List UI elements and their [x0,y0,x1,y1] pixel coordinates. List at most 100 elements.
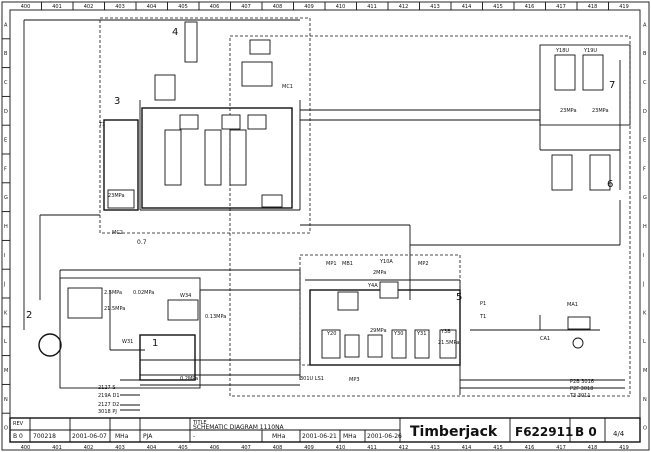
row-letter-right: F [643,166,646,172]
label-item-4: 4 [172,27,178,38]
column-number-bottom: 414 [462,445,472,451]
cylinder-right-item-6 [589,154,611,191]
row-letter-right: G [643,195,647,201]
hose-label-219a: 219A D1 [98,393,120,399]
label-w34: W34 [180,293,191,299]
pipe-network [23,19,625,411]
hose-label-2127s: 2127 S [98,385,116,391]
boundary-crane-valve [99,17,311,234]
column-number-bottom: 411 [367,445,377,451]
label-y31: Y31 [416,331,426,337]
control-valves [321,281,457,359]
column-number-top: 404 [147,4,157,10]
column-number-top: 409 [304,4,314,10]
row-letter-left: J [3,282,5,288]
hose-label-3018: 3018 PJ [98,409,117,415]
row-letter-left: H [4,224,8,230]
column-number-bottom: 418 [588,445,598,451]
row-letter-left: O [4,426,8,432]
row-letter-left: K [4,310,8,316]
row-letter-left: D [4,109,8,115]
column-ruler: 4004004014014024024034034044044054054064… [21,2,629,451]
title-date2: 2001-06-21 [302,433,337,440]
title-mh2: MHa [272,433,286,440]
cylinder-left-item-6 [551,154,573,191]
brake-frame-item-7 [539,44,631,126]
port-label-p2f: P2F 3018 [570,386,593,392]
row-letter-left: F [4,166,7,172]
spool-valves [154,39,283,208]
column-number-bottom: 407 [241,445,251,451]
boundary-right [229,35,631,397]
label-23mpa-b: 23MPa [592,108,609,114]
label-02mpa: 0.2MPa [180,376,198,382]
title-date3: 2001-06-26 [367,433,402,440]
row-letter-left: B [4,51,8,57]
tank-filter [107,189,135,209]
drawing-title: SCHEMATIC DIAGRAM 1110NA [193,424,285,431]
row-letter-right: C [643,80,647,86]
label-23mpa-c: 23MPa [108,193,125,199]
title-block [9,417,641,443]
label-y10a: Y10A [379,259,393,265]
column-number-bottom: 416 [525,445,535,451]
cooler [67,287,103,319]
pressure-gauge-ma1 [572,337,584,349]
row-letter-right: D [643,109,647,115]
column-number-top: 406 [210,4,220,10]
column-number-top: 405 [178,4,188,10]
right-accumulator [567,316,591,330]
label-ls1: 301U LS1 [300,376,324,382]
column-number-top: 417 [556,4,566,10]
label-item-7: 7 [609,80,615,91]
column-number-top: 408 [273,4,283,10]
label-t1-right: T1 [479,314,486,320]
label-29mpa: 29MPa [370,328,387,334]
label-y30: Y30 [393,331,403,337]
label-ma1: MA1 [567,302,578,308]
column-number-bottom: 412 [399,445,409,451]
hose-label-2127d2: 2127 D2 [98,402,119,408]
label-mp2: MP2 [418,261,429,267]
title-rev-label: REV [13,421,24,427]
drawing-title-2: - [193,433,195,440]
accumulator-item-4 [184,21,198,63]
drawing-number: F622911 [515,425,573,439]
label-t1: T1 [98,122,105,128]
label-mp3: MP3 [349,377,360,383]
row-letter-right: L [643,339,646,345]
pump-symbol [38,333,62,357]
label-mp1: MP1 [326,261,337,267]
label-y4a: Y4A [367,283,378,289]
row-letter-right: I [643,253,644,259]
column-number-bottom: 413 [430,445,440,451]
row-letter-left: E [4,138,7,144]
label-215mpa: 21.5MPa [104,306,125,312]
row-letter-left: M [4,368,8,374]
column-number-bottom: 405 [178,445,188,451]
title-caption: TITLE [192,420,207,426]
title-mh3: MHa [343,433,357,440]
valve-y19u [582,54,604,91]
label-y20: Y20 [326,331,336,337]
row-letter-right: E [643,138,646,144]
title-rev: B 0 [13,433,23,440]
label-item-3: 3 [114,96,120,107]
label-item-1: 1 [152,338,158,349]
column-number-bottom: 406 [210,445,220,451]
column-number-bottom: 404 [147,445,157,451]
column-number-bottom: 409 [304,445,314,451]
title-date1: 2001-06-07 [72,433,107,440]
valve-y18u [554,54,576,91]
column-number-top: 403 [115,4,125,10]
label-w31: W31 [122,339,133,345]
label-mb1: MB1 [342,261,353,267]
row-letter-left: N [4,397,8,403]
label-pressure-07: 0.7 [137,239,147,246]
label-item-6: 6 [607,179,613,190]
column-number-bottom: 402 [84,445,94,451]
column-number-bottom: 408 [273,445,283,451]
port-label-p2b: P2B 3016 [570,379,594,385]
